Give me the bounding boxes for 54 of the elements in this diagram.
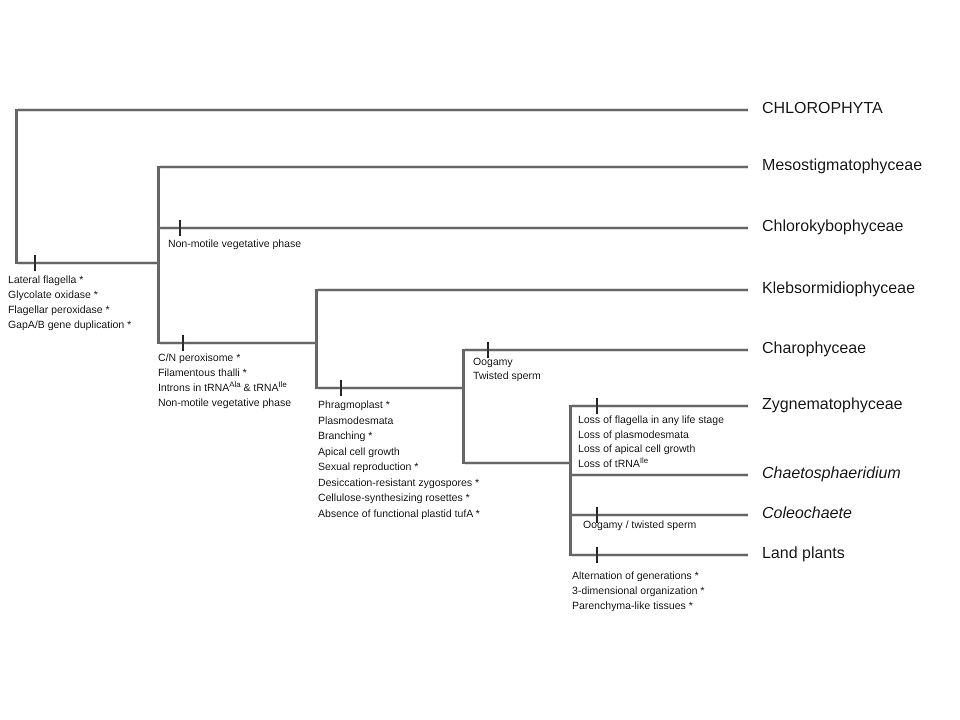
character-label: Oogamy bbox=[473, 355, 513, 369]
character-label: Loss of flagella in any life stage bbox=[578, 413, 724, 428]
taxon-label: Land plants bbox=[748, 543, 845, 565]
character-label: Phragmoplast * bbox=[318, 398, 390, 413]
character-label: Absence of functional plastid tufA * bbox=[318, 506, 480, 522]
character-label: Non-motile vegetative phase bbox=[158, 396, 292, 411]
branch-line bbox=[318, 386, 462, 390]
branch-line bbox=[18, 262, 157, 264]
character-label: Loss of plasmodesmata bbox=[578, 428, 689, 442]
taxon-label: Chlorokybophyceae bbox=[748, 216, 904, 238]
branch-line bbox=[318, 288, 748, 292]
branch-line bbox=[465, 462, 569, 464]
character-label: Non-motile vegetative phase bbox=[168, 237, 302, 252]
taxon-label: Charophyceae bbox=[748, 338, 866, 360]
clade-bar bbox=[315, 289, 318, 389]
branch-line bbox=[18, 108, 748, 112]
branch-line bbox=[572, 474, 748, 476]
clade-bar bbox=[157, 166, 160, 344]
character-label: GapA/B gene duplication * bbox=[8, 318, 132, 333]
taxon-label: Chaetosphaeridium bbox=[748, 463, 901, 485]
character-label: C/N peroxisome * bbox=[158, 351, 240, 366]
character-label: 3-dimensional organization * bbox=[572, 584, 704, 599]
branch-line bbox=[572, 514, 748, 516]
character-label: Flagellar peroxidase * bbox=[8, 303, 110, 318]
branch-line bbox=[160, 342, 315, 344]
branch-line bbox=[572, 554, 748, 556]
character-label: Glycolate oxidase * bbox=[8, 288, 98, 303]
clade-bar bbox=[569, 405, 572, 556]
taxon-label: Klebsormidiophyceae bbox=[748, 278, 915, 300]
character-label: Twisted sperm bbox=[473, 369, 541, 383]
taxon-label: Coleochaete bbox=[748, 503, 852, 525]
character-label: Cellulose-synthesizing rosettes * bbox=[318, 491, 470, 506]
branch-line bbox=[465, 348, 748, 352]
character-label: Branching * bbox=[318, 429, 372, 444]
branch-line bbox=[160, 166, 748, 168]
character-label: Alternation of generations * bbox=[572, 569, 699, 584]
clade-bar bbox=[15, 109, 18, 264]
branch-line bbox=[572, 404, 748, 408]
character-label: Loss of apical cell growth bbox=[578, 442, 696, 456]
character-label: Desiccation-resistant zygospores * bbox=[318, 476, 480, 490]
taxon-label: Mesostigmatophyceae bbox=[748, 155, 922, 177]
taxon-label: Zygnematophyceae bbox=[748, 394, 903, 416]
clade-bar bbox=[462, 349, 465, 464]
character-label: Introns in tRNA$^{Ala}$ & tRNA$^{Ile}$ bbox=[158, 381, 287, 396]
character-label: Sexual reproduction * bbox=[318, 460, 418, 475]
branch-line bbox=[160, 226, 748, 230]
character-label: Plasmodesmata bbox=[318, 414, 394, 428]
character-label: Oogamy / twisted sperm bbox=[583, 518, 696, 533]
character-label: Filamentous thalli * bbox=[158, 366, 247, 381]
character-label: Loss of tRNA$^{Ile}$ bbox=[578, 456, 648, 471]
character-label: Parenchyma-like tissues * bbox=[572, 599, 693, 614]
character-label: Lateral flagella * bbox=[8, 273, 84, 288]
taxon-label: CHLOROPHYTA bbox=[748, 98, 883, 120]
character-label: Apical cell growth bbox=[318, 444, 400, 460]
